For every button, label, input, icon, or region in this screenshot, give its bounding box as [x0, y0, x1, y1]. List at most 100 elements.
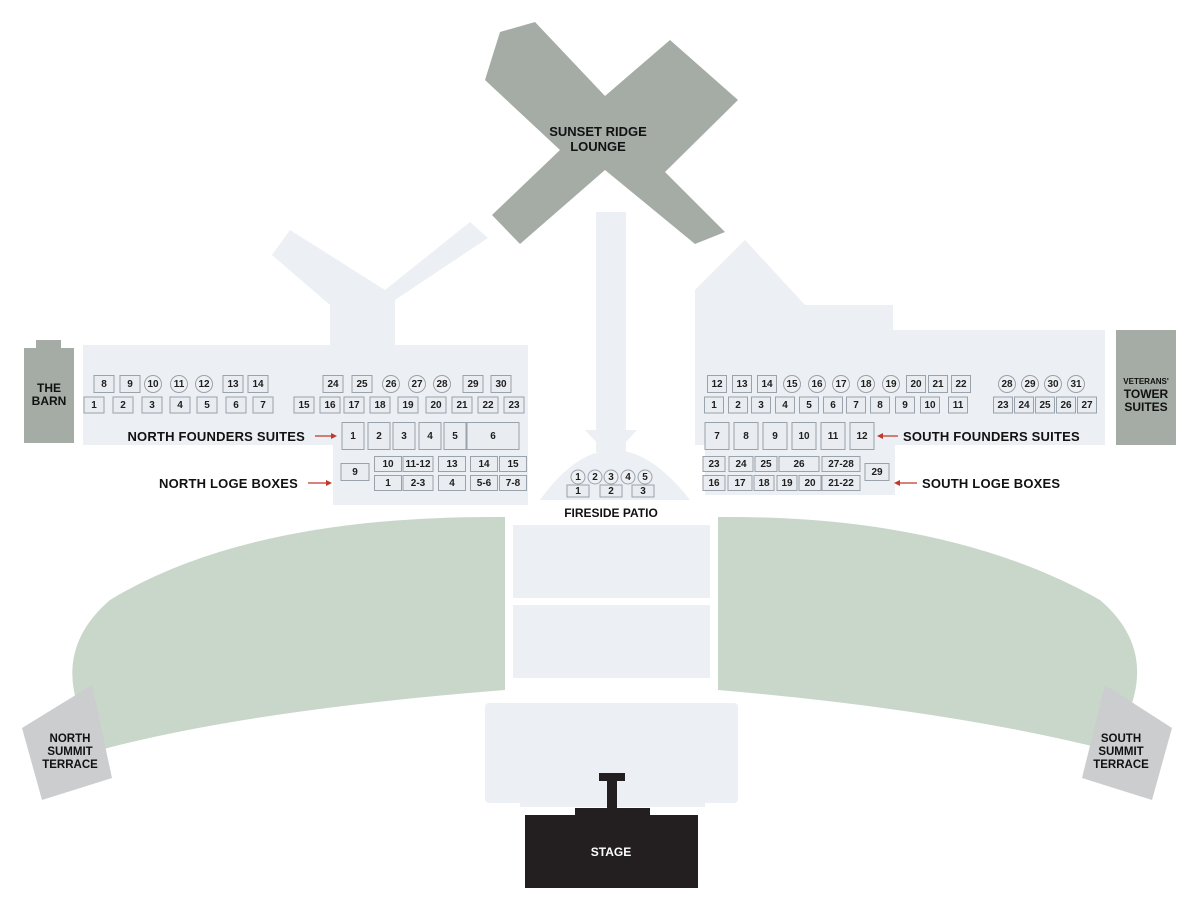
fireside-table-1[interactable]: 1: [566, 484, 590, 498]
north-suite-lower-1[interactable]: 1: [83, 396, 105, 414]
north-loge-box-14[interactable]: 14: [470, 456, 498, 472]
north-suite-14[interactable]: 14: [247, 375, 269, 393]
north-suite-lower-16[interactable]: 16: [319, 396, 341, 414]
south-loge-box-23[interactable]: 23: [702, 456, 726, 472]
south-loge-box-19[interactable]: 19: [776, 475, 798, 491]
north-suite-lower-6[interactable]: 6: [225, 396, 247, 414]
north-suite-lower-2[interactable]: 2: [112, 396, 134, 414]
fireside-seat-4[interactable]: 4: [620, 469, 636, 485]
south-loge-box-16[interactable]: 16: [702, 475, 726, 491]
south-suite-29[interactable]: 29: [1021, 375, 1039, 393]
north-suite-24[interactable]: 24: [322, 375, 344, 393]
south-loge-box-25[interactable]: 25: [754, 456, 778, 472]
north-summit-terrace[interactable]: NORTH SUMMIT TERRACE: [22, 685, 112, 800]
south-suite-lower-23[interactable]: 23: [993, 396, 1013, 414]
south-suite-lower-9[interactable]: 9: [895, 396, 915, 414]
fireside-table-2[interactable]: 2: [599, 484, 623, 498]
south-founders-suite-10[interactable]: 10: [791, 422, 817, 450]
north-loge-box-4[interactable]: 4: [438, 475, 466, 491]
north-suite-28[interactable]: 28: [433, 375, 451, 393]
south-loge-box-20[interactable]: 20: [798, 475, 822, 491]
north-suite-lower-4[interactable]: 4: [169, 396, 191, 414]
veterans-tower-suites[interactable]: VETERANS' TOWER SUITES: [1116, 330, 1176, 445]
fireside-table-3[interactable]: 3: [631, 484, 655, 498]
north-founders-suite-4[interactable]: 4: [418, 422, 442, 450]
north-suite-27[interactable]: 27: [408, 375, 426, 393]
south-founders-suite-12[interactable]: 12: [849, 422, 875, 450]
north-suite-lower-18[interactable]: 18: [369, 396, 391, 414]
south-suite-lower-27[interactable]: 27: [1077, 396, 1097, 414]
north-loge-box-7-8[interactable]: 7-8: [499, 475, 527, 491]
south-suite-19[interactable]: 19: [882, 375, 900, 393]
north-suite-lower-23[interactable]: 23: [503, 396, 525, 414]
north-suite-lower-20[interactable]: 20: [425, 396, 447, 414]
north-suite-26[interactable]: 26: [382, 375, 400, 393]
north-suite-11[interactable]: 11: [170, 375, 188, 393]
south-lawn[interactable]: [718, 516, 1138, 750]
south-suite-30[interactable]: 30: [1044, 375, 1062, 393]
south-loge-box-26[interactable]: 26: [778, 456, 820, 472]
south-suite-12[interactable]: 12: [707, 375, 727, 393]
fireside-seat-2[interactable]: 2: [587, 469, 603, 485]
south-suite-22[interactable]: 22: [951, 375, 971, 393]
south-suite-28[interactable]: 28: [998, 375, 1016, 393]
north-loge-box-5-6[interactable]: 5-6: [470, 475, 498, 491]
south-suite-lower-3[interactable]: 3: [751, 396, 771, 414]
south-suite-lower-26[interactable]: 26: [1056, 396, 1076, 414]
south-loge-box-27-28[interactable]: 27-28: [821, 456, 861, 472]
north-founders-suite-6[interactable]: 6: [466, 422, 520, 450]
north-suite-lower-5[interactable]: 5: [196, 396, 218, 414]
south-suite-lower-11[interactable]: 11: [948, 396, 968, 414]
north-suite-10[interactable]: 10: [144, 375, 162, 393]
north-loge-box-13[interactable]: 13: [438, 456, 466, 472]
south-suite-lower-4[interactable]: 4: [775, 396, 795, 414]
north-founders-suite-1[interactable]: 1: [341, 422, 365, 450]
north-suite-8[interactable]: 8: [93, 375, 115, 393]
south-suite-13[interactable]: 13: [732, 375, 752, 393]
fireside-seat-3[interactable]: 3: [603, 469, 619, 485]
south-summit-terrace[interactable]: SOUTH SUMMIT TERRACE: [1082, 685, 1172, 800]
north-loge-box-9[interactable]: 9: [340, 463, 370, 481]
fireside-seat-1[interactable]: 1: [570, 469, 586, 485]
south-loge-box-18[interactable]: 18: [753, 475, 775, 491]
south-suite-14[interactable]: 14: [757, 375, 777, 393]
south-founders-suite-9[interactable]: 9: [762, 422, 788, 450]
north-suite-30[interactable]: 30: [490, 375, 512, 393]
north-loge-box-2-3[interactable]: 2-3: [402, 475, 434, 491]
north-suite-9[interactable]: 9: [119, 375, 141, 393]
south-suite-15[interactable]: 15: [783, 375, 801, 393]
south-suite-lower-24[interactable]: 24: [1014, 396, 1034, 414]
south-suite-lower-6[interactable]: 6: [823, 396, 843, 414]
south-suite-21[interactable]: 21: [928, 375, 948, 393]
north-suite-lower-21[interactable]: 21: [451, 396, 473, 414]
north-loge-box-10[interactable]: 10: [374, 456, 402, 472]
north-suite-lower-15[interactable]: 15: [293, 396, 315, 414]
south-suite-16[interactable]: 16: [808, 375, 826, 393]
south-founders-suite-11[interactable]: 11: [820, 422, 846, 450]
south-suite-31[interactable]: 31: [1067, 375, 1085, 393]
north-loge-box-1[interactable]: 1: [374, 475, 402, 491]
south-suite-lower-1[interactable]: 1: [704, 396, 724, 414]
south-loge-box-24[interactable]: 24: [728, 456, 754, 472]
north-founders-suite-2[interactable]: 2: [367, 422, 391, 450]
sunset-ridge-lounge[interactable]: SUNSET RIDGE LOUNGE: [485, 22, 738, 244]
south-loge-box-21-22[interactable]: 21-22: [821, 475, 861, 491]
south-founders-suite-7[interactable]: 7: [704, 422, 730, 450]
north-loge-box-15[interactable]: 15: [499, 456, 527, 472]
south-suite-lower-8[interactable]: 8: [870, 396, 890, 414]
stage[interactable]: STAGE: [525, 773, 698, 888]
north-suite-13[interactable]: 13: [222, 375, 244, 393]
south-suite-18[interactable]: 18: [857, 375, 875, 393]
north-suite-lower-17[interactable]: 17: [343, 396, 365, 414]
south-suite-lower-10[interactable]: 10: [920, 396, 940, 414]
south-founders-suite-8[interactable]: 8: [733, 422, 759, 450]
north-suite-lower-22[interactable]: 22: [477, 396, 499, 414]
north-founders-suite-5[interactable]: 5: [443, 422, 467, 450]
the-barn[interactable]: THE BARN: [24, 340, 74, 443]
south-suite-20[interactable]: 20: [906, 375, 926, 393]
north-suite-29[interactable]: 29: [462, 375, 484, 393]
south-suite-lower-2[interactable]: 2: [728, 396, 748, 414]
north-lawn[interactable]: [72, 516, 506, 750]
north-suite-25[interactable]: 25: [351, 375, 373, 393]
fireside-seat-5[interactable]: 5: [637, 469, 653, 485]
